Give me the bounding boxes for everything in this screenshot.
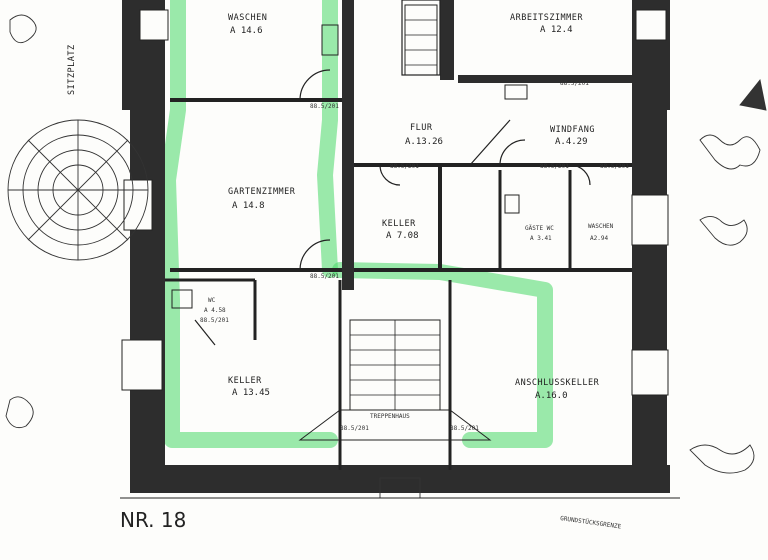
door-tag: 88.5/201 <box>310 103 339 110</box>
room-name: WASCHEN <box>228 13 267 23</box>
room-area: A.16.0 <box>535 391 568 401</box>
room-name: GARTENZIMMER <box>228 187 296 197</box>
door-tag: 88.5/201 <box>600 163 629 170</box>
room-name: ARBEITSZIMMER <box>510 13 583 23</box>
door-tag: 88.5/201 <box>390 163 419 170</box>
door-tag: 88.5/201 <box>540 163 569 170</box>
outer-walls <box>122 0 670 493</box>
interior-walls <box>165 0 632 470</box>
staircase <box>298 4 492 441</box>
room-name: WINDFANG <box>550 125 595 135</box>
room-name: FLUR <box>410 123 433 133</box>
room-name: GÄSTE WC <box>525 225 554 232</box>
door-tag: 88.5/201 <box>450 425 479 432</box>
door-tag: 88.5/201 <box>200 317 229 324</box>
room-name: KELLER <box>228 376 262 386</box>
door-tag: 88.5/201 <box>560 80 589 87</box>
room-area: A 13.45 <box>232 388 270 398</box>
house-number: NR. 18 <box>120 508 186 532</box>
grundstuecksgrenze-label: GRUNDSTÜCKSGRENZE <box>560 515 622 531</box>
treppenhaus-label: TREPPENHAUS <box>370 413 410 420</box>
windows <box>121 9 669 396</box>
room-name: WASCHEN <box>588 223 614 230</box>
sitzplatz-label: SITZPLATZ <box>67 44 77 95</box>
door-swings <box>194 69 591 346</box>
room-area: A 12.4 <box>540 25 573 35</box>
room-name: KELLER <box>382 219 416 229</box>
room-area: A 14.8 <box>232 201 265 211</box>
highlight-route <box>160 0 553 448</box>
fixtures <box>171 24 528 309</box>
room-area: A2.94 <box>590 235 608 242</box>
door-tag: 88.5/201 <box>340 425 369 432</box>
room-area: A 3.41 <box>530 235 552 242</box>
sitzplatz-paving <box>7 119 149 261</box>
room-area: A.13.26 <box>405 137 443 147</box>
room-name: WC <box>208 297 216 304</box>
room-name: ANSCHLUSSKELLER <box>515 378 600 388</box>
room-area: A.4.29 <box>555 137 588 147</box>
room-area: A 4.58 <box>204 307 226 314</box>
room-labels: WASCHEN A 14.6 ARBEITSZIMMER A 12.4 FLUR… <box>204 13 614 420</box>
room-area: A 7.08 <box>386 231 419 241</box>
door-tag: 88.5/201 <box>310 273 339 280</box>
door-tags: 88.5/201 88.5/201 88.5/201 88.5/201 88.5… <box>200 80 629 432</box>
room-area: A 14.6 <box>230 26 263 36</box>
